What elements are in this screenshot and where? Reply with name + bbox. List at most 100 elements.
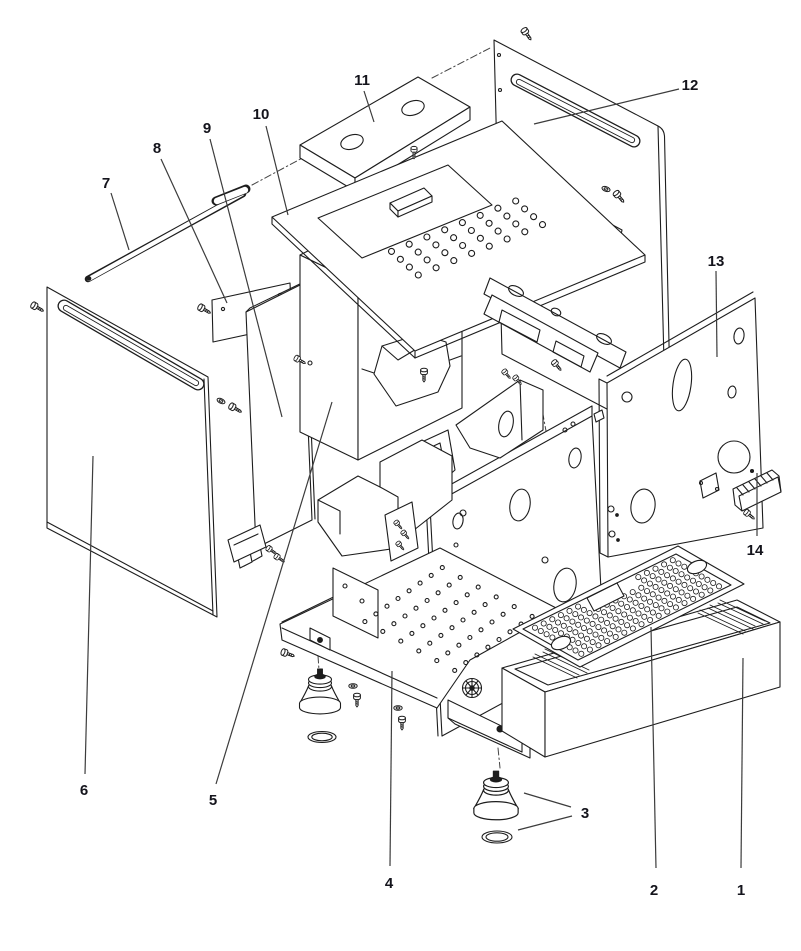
leader-line-11 — [363, 90, 375, 123]
perforation-hole — [681, 563, 688, 570]
leader-line-3 — [517, 815, 573, 831]
part-callout-13: 13 — [708, 253, 725, 270]
perforation-hole — [647, 598, 654, 605]
perforation-hole — [589, 620, 596, 627]
perforation-hole — [638, 621, 645, 628]
perforation-hole — [701, 584, 708, 591]
perforation-hole — [538, 221, 547, 229]
leader-line-10 — [265, 125, 289, 216]
part-callout-1: 1 — [737, 882, 745, 899]
perforation-hole — [595, 624, 602, 631]
perforation-hole — [398, 638, 404, 644]
perforation-hole — [581, 625, 588, 632]
perforation-hole — [598, 634, 605, 641]
stepped-bracket — [317, 439, 453, 562]
perforation-hole — [435, 590, 441, 596]
perforation-hole — [606, 630, 613, 637]
perforation-hole — [450, 257, 458, 265]
perforation-hole — [439, 565, 445, 571]
leader-line-12 — [533, 88, 680, 125]
perforation-hole — [704, 576, 711, 583]
perforation-hole — [395, 595, 401, 602]
perforation-hole — [624, 622, 631, 629]
perforation-hole — [632, 599, 639, 606]
perforation-hole — [624, 604, 631, 611]
perforation-hole — [698, 591, 705, 598]
perforation-hole — [672, 604, 679, 611]
support-rod — [84, 184, 251, 283]
perforation-hole — [649, 609, 656, 616]
perforation-hole — [661, 561, 668, 568]
perforation-hole — [649, 591, 656, 598]
perforation-hole — [649, 573, 656, 580]
part-callout-5: 5 — [209, 792, 217, 809]
perforation-hole — [678, 571, 685, 578]
perforation-hole — [669, 575, 676, 582]
perforation-hole — [675, 578, 682, 585]
perforation-hole — [578, 632, 585, 639]
perforation-hole — [460, 617, 466, 623]
perforation-hole — [566, 607, 573, 614]
perforation-hole — [586, 610, 593, 617]
perforation-hole — [675, 596, 682, 603]
perforation-hole — [432, 264, 440, 272]
perforation-hole — [540, 620, 547, 627]
perforation-hole — [467, 226, 475, 235]
perforation-hole — [586, 628, 593, 635]
perforation-hole — [693, 588, 700, 595]
perforation-hole — [362, 619, 368, 625]
perforation-hole — [681, 581, 688, 588]
left-side-panel — [29, 286, 267, 618]
perforation-hole — [569, 618, 576, 625]
perforation-hole — [474, 652, 480, 658]
part-callout-9: 9 — [203, 120, 211, 137]
perforation-hole — [652, 583, 659, 590]
perforation-hole — [543, 631, 550, 638]
leader-line-9 — [209, 138, 283, 418]
perforation-hole — [457, 574, 463, 580]
machine-foot-front — [298, 668, 342, 744]
perforation-hole — [609, 623, 616, 630]
perforation-hole — [476, 234, 484, 242]
leader-line-8 — [160, 158, 228, 304]
perforation-hole — [618, 618, 625, 625]
front-panel — [593, 291, 764, 558]
perforation-hole — [396, 255, 404, 263]
perforation-hole — [449, 625, 455, 631]
perforation-hole — [549, 616, 556, 623]
leader-line-3 — [523, 792, 572, 808]
perforation-hole — [485, 219, 493, 227]
perforation-hole — [592, 613, 599, 620]
perforation-hole — [638, 603, 645, 610]
perforation-hole — [601, 627, 608, 634]
leader-line-4 — [389, 670, 393, 867]
perforation-hole — [494, 227, 502, 235]
perforation-hole — [438, 632, 444, 638]
base-holes — [362, 565, 535, 673]
perforation-hole — [604, 619, 611, 626]
perforation-hole — [467, 634, 473, 641]
perforation-hole — [405, 263, 413, 271]
perforation-hole — [672, 586, 679, 593]
perforation-hole — [595, 642, 602, 649]
leader-line-5 — [215, 401, 333, 785]
perforation-hole — [563, 615, 570, 622]
perforation-hole — [496, 636, 502, 643]
part-callout-10: 10 — [253, 106, 270, 123]
perforation-hole — [575, 603, 582, 610]
perforation-hole — [580, 606, 587, 613]
perforation-hole — [629, 607, 636, 614]
perforation-hole — [626, 596, 633, 603]
perforation-hole — [537, 628, 544, 635]
vent-holes — [387, 197, 547, 279]
perforation-hole — [621, 629, 628, 636]
perforation-hole — [684, 574, 691, 581]
perforation-hole — [512, 220, 520, 228]
perforation-hole — [546, 623, 553, 630]
perforation-hole — [384, 603, 390, 609]
perforation-hole — [511, 604, 517, 610]
perforation-hole — [664, 590, 671, 597]
perforation-hole — [675, 560, 682, 567]
leader-line-6 — [84, 455, 94, 775]
perforation-hole — [641, 577, 648, 584]
